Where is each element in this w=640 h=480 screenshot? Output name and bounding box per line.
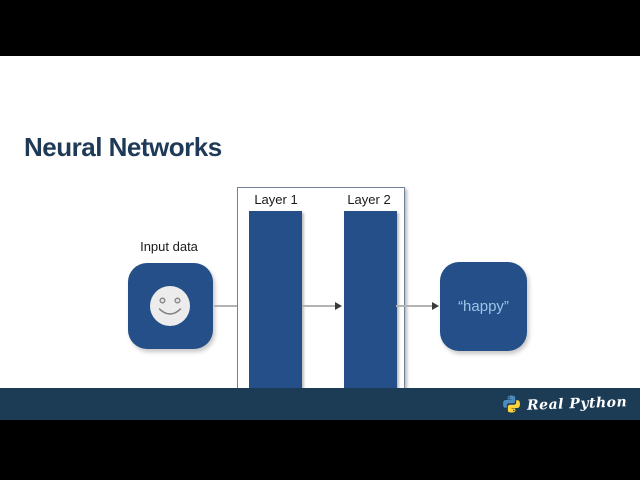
input-data-label: Input data	[140, 239, 198, 254]
input-node	[128, 263, 213, 349]
layer1-label: Layer 1	[254, 192, 298, 207]
letterbox-top	[0, 0, 640, 56]
output-node: “happy”	[440, 262, 527, 351]
layer2-bar	[344, 211, 397, 404]
brand-name: Real Python	[526, 394, 628, 414]
slide-canvas: Neural Networks Input data Layer 1 Layer…	[0, 56, 640, 418]
flow-arrow-layer2-to-output	[396, 301, 439, 311]
arrow-head-icon	[335, 302, 342, 310]
layer1-bar	[249, 211, 302, 404]
layers-box: Layer 1 Layer 2	[237, 187, 405, 418]
layer2-label: Layer 2	[347, 192, 391, 207]
page-title: Neural Networks	[24, 132, 222, 162]
flow-arrow-layer1-to-layer2	[302, 301, 342, 311]
arrow-shaft	[302, 305, 336, 307]
smiley-face-icon	[150, 286, 190, 326]
letterbox-bottom	[0, 420, 640, 480]
footer-banner: Real Python	[0, 388, 640, 420]
python-logo-icon	[502, 395, 520, 413]
output-label: “happy”	[458, 298, 509, 315]
arrow-head-icon	[432, 302, 439, 310]
arrow-shaft	[396, 305, 433, 307]
arrow-shaft	[214, 305, 241, 307]
